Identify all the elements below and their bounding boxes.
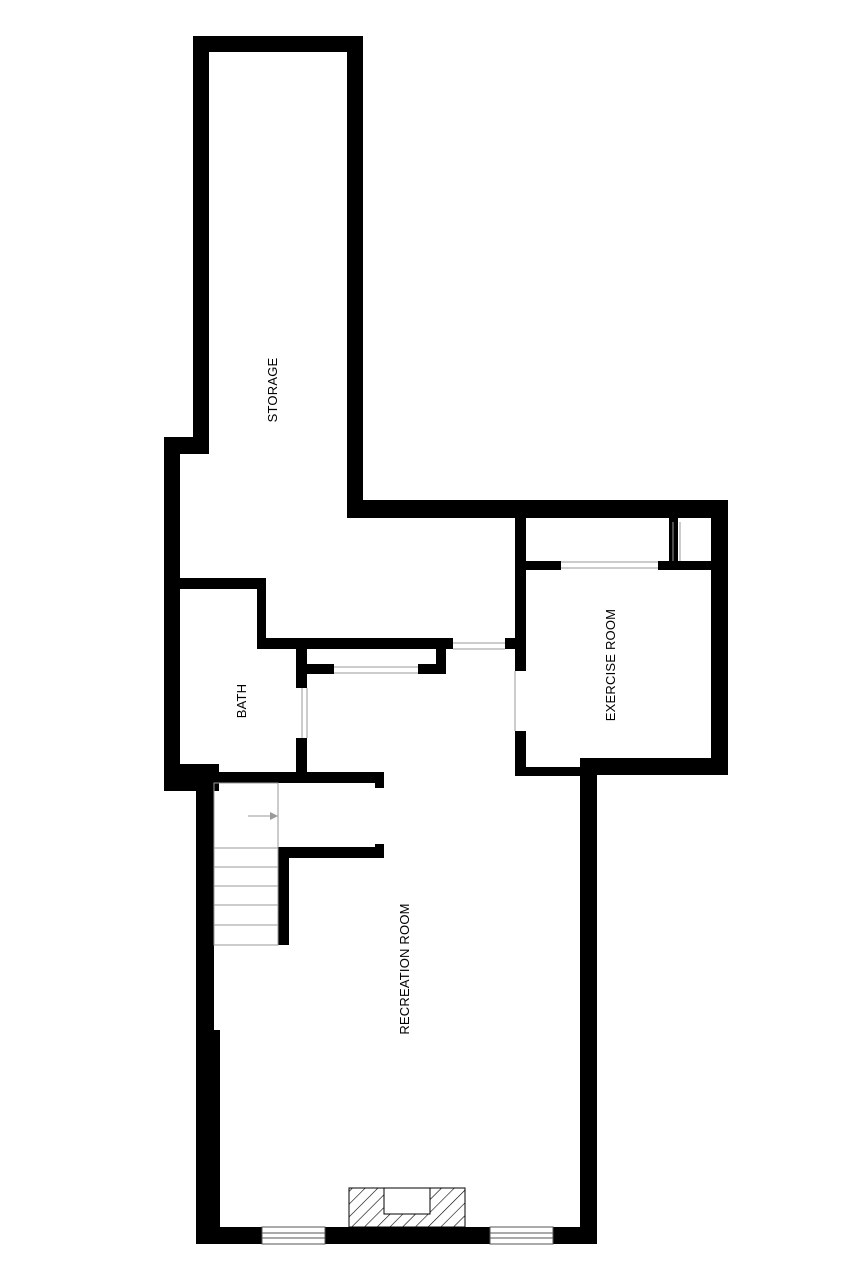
room-label-storage: STORAGE — [265, 358, 280, 423]
stair-arrow-icon — [270, 812, 278, 820]
room-label-recreation-room: RECREATION ROOM — [397, 903, 412, 1034]
room-label-bath: BATH — [234, 684, 249, 719]
windows — [261, 1226, 554, 1245]
door-openings — [301, 522, 681, 738]
interior-walls — [164, 518, 711, 945]
room-label-exercise-room: EXERCISE ROOM — [603, 609, 618, 721]
fireplace — [348, 1187, 466, 1228]
room-labels: STORAGE BATH EXERCISE ROOM RECREATION RO… — [234, 358, 618, 1035]
window-right — [489, 1226, 554, 1245]
staircase — [213, 782, 279, 946]
window-left — [261, 1226, 326, 1245]
